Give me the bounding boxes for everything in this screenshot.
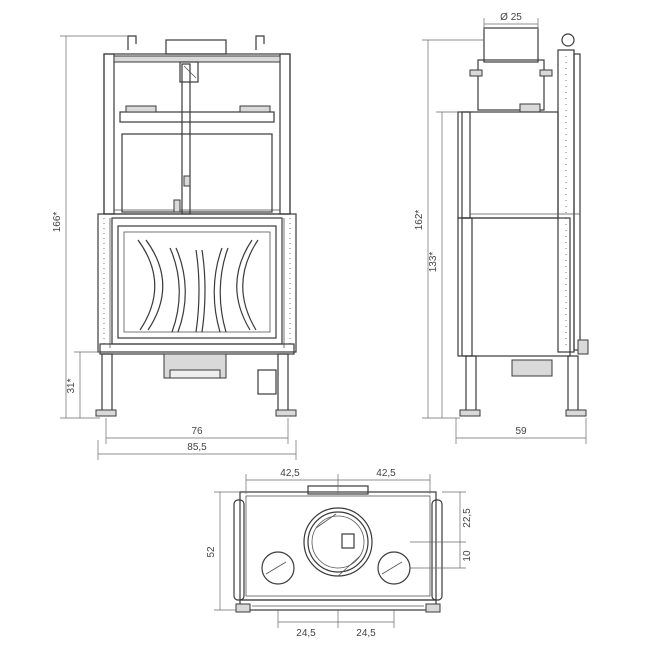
top-half-left: 42,5 <box>280 468 300 479</box>
grate-bar-4b <box>219 247 229 333</box>
top-outlet-right-mark <box>381 561 403 575</box>
side-leg-front <box>465 355 477 413</box>
side-back-rail-edge <box>573 53 581 351</box>
top-spacing-left: 24,5 <box>296 628 316 639</box>
top-half-right: 42,5 <box>376 468 396 479</box>
front-damper <box>179 61 199 83</box>
top-offset-a: 22,5 <box>462 508 473 528</box>
front-flue-stub <box>165 39 227 55</box>
side-depth: 59 <box>515 426 527 437</box>
side-leg-rear <box>567 355 579 413</box>
top-flue-mark-1 <box>315 513 337 529</box>
front-hook-right <box>255 35 265 50</box>
grate-bar-3b <box>201 249 206 333</box>
front-foot-right <box>275 409 297 417</box>
top-flue-mid <box>307 511 369 573</box>
side-hook-circle <box>561 33 575 47</box>
top-outlet-left-mark <box>265 561 287 575</box>
top-inner-body <box>245 495 431 597</box>
front-leg-right <box>277 353 289 413</box>
top-outlet-left <box>261 551 295 585</box>
side-rear-tab <box>577 339 589 355</box>
front-bracket-right <box>239 105 271 113</box>
side-flue-bracket <box>519 103 541 113</box>
front-glass-inner <box>123 231 271 333</box>
top-spacing-right: 24,5 <box>356 628 376 639</box>
side-foot-rear <box>565 409 587 417</box>
side-view <box>457 27 589 417</box>
grate-bar-2b <box>175 247 186 333</box>
side-height-top: 162* <box>414 210 425 231</box>
top-front-left <box>235 603 251 613</box>
front-height-total: 166* <box>52 212 63 233</box>
side-upper-front <box>461 111 471 219</box>
side-dimensions: Ø 25 162* 133* 59 <box>414 12 587 444</box>
front-bracket-left <box>125 105 157 113</box>
front-post-left <box>103 53 115 215</box>
top-flue-mark-2 <box>337 555 361 577</box>
front-rod <box>181 63 191 215</box>
front-rod-foot <box>173 199 181 213</box>
top-side-right <box>431 499 443 601</box>
front-width-outer: 85,5 <box>187 442 207 453</box>
grate-bar-2 <box>169 247 180 333</box>
grate-bar-3 <box>195 249 200 333</box>
side-upper-body <box>457 111 559 219</box>
front-damper-mark <box>183 65 197 79</box>
front-ash-drawer-handle <box>169 369 221 379</box>
side-height-mid: 133* <box>428 252 439 273</box>
side-lower-body <box>457 217 571 357</box>
grate-bar-5b <box>242 239 259 331</box>
side-flue-pipe <box>483 27 539 63</box>
top-flue-inner <box>311 515 365 569</box>
top-dimensions: 42,5 42,5 52 22,5 10 24,5 24,5 <box>206 468 473 639</box>
top-view <box>233 485 443 613</box>
top-front-strip <box>239 599 437 611</box>
grate-bar-5 <box>236 239 253 331</box>
top-depth: 52 <box>206 546 217 558</box>
side-flue-clip-left <box>469 69 483 77</box>
front-side-bracket <box>257 369 277 395</box>
top-side-left <box>233 499 245 601</box>
front-brace <box>119 111 275 123</box>
grate-bar-1b <box>145 239 164 331</box>
front-top-lid <box>113 55 281 63</box>
top-outlet-right <box>377 551 411 585</box>
grate-bar-1 <box>137 239 156 331</box>
front-inner-box <box>121 133 273 213</box>
top-flue-damper <box>341 533 355 549</box>
side-foot-front <box>459 409 481 417</box>
front-leg-left <box>101 353 113 413</box>
side-flue-collar <box>477 59 545 111</box>
front-grate <box>137 239 259 333</box>
side-diameter: Ø 25 <box>500 12 522 23</box>
front-dimensions: 166* 31* 76 85,5 <box>52 35 297 460</box>
top-front-right <box>425 603 441 613</box>
front-height-base: 31* <box>66 378 77 393</box>
front-door-glass <box>117 225 277 339</box>
top-flue-outer <box>303 507 373 577</box>
front-lower-body <box>97 213 297 353</box>
front-rod-clip <box>183 175 191 187</box>
grate-bar-4 <box>213 247 223 333</box>
side-lower-front <box>461 217 473 357</box>
front-post-right <box>279 53 291 215</box>
front-hook-left <box>127 35 137 50</box>
front-foot-left <box>95 409 117 417</box>
side-flue-clip-right <box>539 69 553 77</box>
side-ash-drawer <box>511 359 553 377</box>
front-width-inner: 76 <box>191 426 203 437</box>
top-offset-b: 10 <box>462 550 473 562</box>
front-view <box>95 35 297 417</box>
